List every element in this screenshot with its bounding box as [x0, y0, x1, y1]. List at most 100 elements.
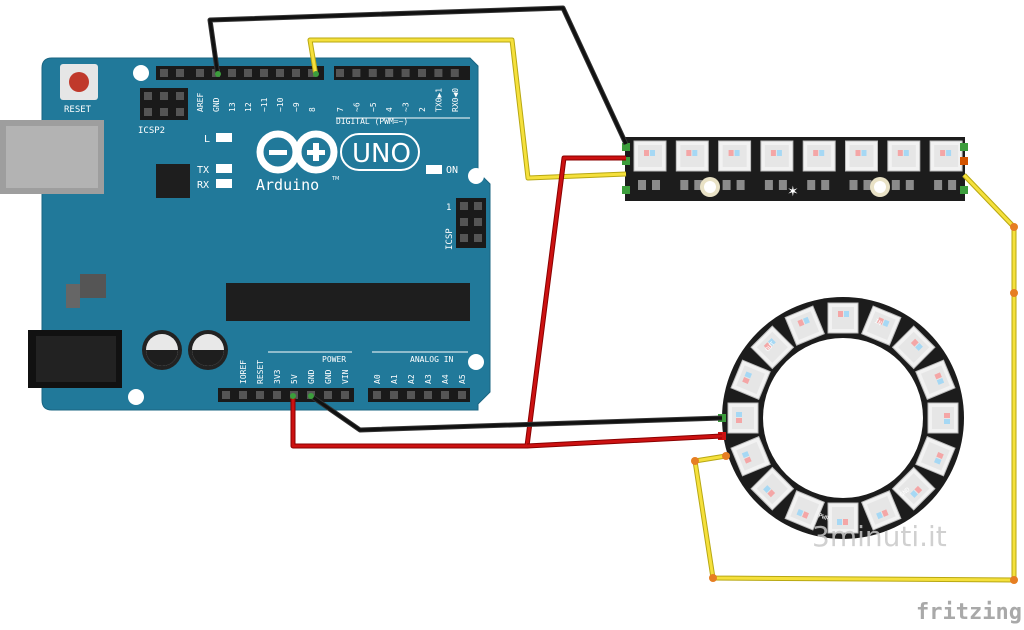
ring-pixel: [727, 402, 759, 434]
strip-pad: [960, 157, 968, 165]
header-pin-hole: [385, 69, 394, 77]
power-header: [218, 388, 354, 402]
ring-pixel: [927, 402, 959, 434]
digital-pin-label: 8: [308, 107, 317, 112]
ring-pixel: [891, 466, 936, 511]
strip-pad: [960, 143, 968, 151]
strip-mount-hole-inner: [874, 181, 886, 193]
power-analog-pin-holes: [222, 391, 466, 399]
wire-endpoint: [290, 393, 296, 399]
digital-pin-label: ~9: [292, 102, 301, 112]
ring-pixel: [784, 490, 825, 531]
neopixel-strip: ✶: [622, 137, 968, 201]
header-pin-hole: [196, 69, 204, 77]
header-pin-hole: [176, 69, 184, 77]
strip-pad: [960, 186, 968, 194]
header-pin-hole: [418, 69, 426, 77]
arduino-logo: [256, 130, 338, 174]
analog-label: ANALOG IN: [410, 355, 454, 364]
led-rx-label: RX: [197, 180, 209, 191]
ring-pixel: [730, 436, 771, 477]
header-pin-hole: [368, 69, 377, 77]
board-pcb: [41, 57, 491, 411]
header-pin-hole: [458, 391, 466, 399]
power-pin-label: RESET: [256, 360, 265, 384]
uno-badge: [340, 133, 420, 171]
ring-pixel: [915, 359, 956, 400]
wire-bendpoint: [1010, 289, 1018, 297]
header-pin-hole: [434, 69, 443, 77]
wires: [207, 5, 1018, 584]
power-pin-label: IOREF: [239, 360, 248, 384]
digital-pin-label: RX0◀0: [451, 88, 460, 112]
ring-pixel: [784, 305, 825, 346]
header-pin-hole: [228, 69, 236, 77]
ring-pixel: [750, 466, 795, 511]
wire-bendpoint: [691, 457, 699, 465]
atmega-chip: [226, 283, 470, 321]
strip-pixel: [929, 140, 963, 190]
header-pin-hole: [276, 69, 284, 77]
ring-pixel: [891, 325, 936, 370]
digital-pin-label: 2: [418, 107, 427, 112]
digital-pin-label: ~6: [352, 102, 361, 112]
header-pin-hole: [424, 391, 432, 399]
mount-hole: [468, 354, 484, 370]
wire-bendpoint: [709, 574, 717, 582]
strip-pixel: [633, 140, 667, 190]
ring-center-hole: [763, 338, 923, 498]
ring-pixel: [915, 436, 956, 477]
ring-pad-in-label: IN: [873, 318, 883, 328]
strip-pixel: [718, 140, 752, 190]
strip-pixel: [845, 140, 878, 190]
digital-pin-label: GND: [212, 97, 221, 112]
digital-pin-label: 12: [244, 102, 253, 112]
header-pin-hole: [160, 69, 168, 77]
led-l: [216, 133, 232, 142]
digital-pin-label: TX0▶1: [434, 88, 443, 112]
ring-pixels: [727, 302, 959, 534]
led-tx-label: TX: [197, 165, 209, 176]
strip-pixel: [760, 140, 794, 190]
adafruit-star-icon: ✶: [787, 184, 799, 200]
reset-button-cap: [69, 72, 89, 92]
header-pin-hole: [244, 69, 252, 77]
wire-gnd-to-ring-core: [310, 394, 723, 432]
header-pin-hole: [352, 69, 361, 77]
strip-pad: [622, 186, 630, 194]
strip-pad: [622, 157, 630, 165]
digital-pin-holes: [160, 69, 459, 77]
analog-pin-label: A3: [424, 374, 433, 384]
digital-label: DIGITAL (PWM=~): [336, 117, 408, 126]
neopixel-ring: OUT IN GND PWR: [718, 297, 964, 539]
power-pin-label: GND: [307, 369, 316, 384]
fritzing-logo: fritzing: [916, 600, 1022, 625]
digital-pin-label: 7: [336, 107, 345, 112]
usb-chip: [156, 164, 190, 198]
wire-endpoint: [313, 71, 319, 77]
power-label: POWER: [322, 355, 346, 364]
reset-label: RESET: [64, 105, 92, 115]
mount-hole: [133, 65, 149, 81]
ring-pad-pwr-label: PWR: [817, 512, 830, 522]
analog-pin-label: A1: [390, 374, 399, 384]
wire-bendpoint: [1010, 576, 1018, 584]
led-on-label: ON: [446, 165, 458, 176]
header-pin-hole: [407, 391, 415, 399]
digital-pin-label: AREF: [196, 93, 205, 112]
arduino-brand-label: Arduino: [256, 176, 319, 194]
wire-strip-dout-to-ring-din-core: [693, 173, 1016, 582]
header-pin-hole: [324, 391, 332, 399]
digital-pin-label: ~11: [260, 97, 269, 112]
led-rx: [216, 179, 232, 188]
wire-endpoint: [308, 393, 314, 399]
icsp-header: [456, 198, 486, 248]
wire-bendpoint: [722, 452, 730, 460]
voltage-regulator-tab: [66, 284, 80, 308]
power-pin-label: 3V3: [273, 369, 282, 384]
header-pin-hole: [222, 391, 230, 399]
watermark-text: 3minuti.it: [812, 520, 947, 553]
strip-mount-hole-inner: [704, 181, 716, 193]
header-pin-hole: [308, 69, 316, 77]
